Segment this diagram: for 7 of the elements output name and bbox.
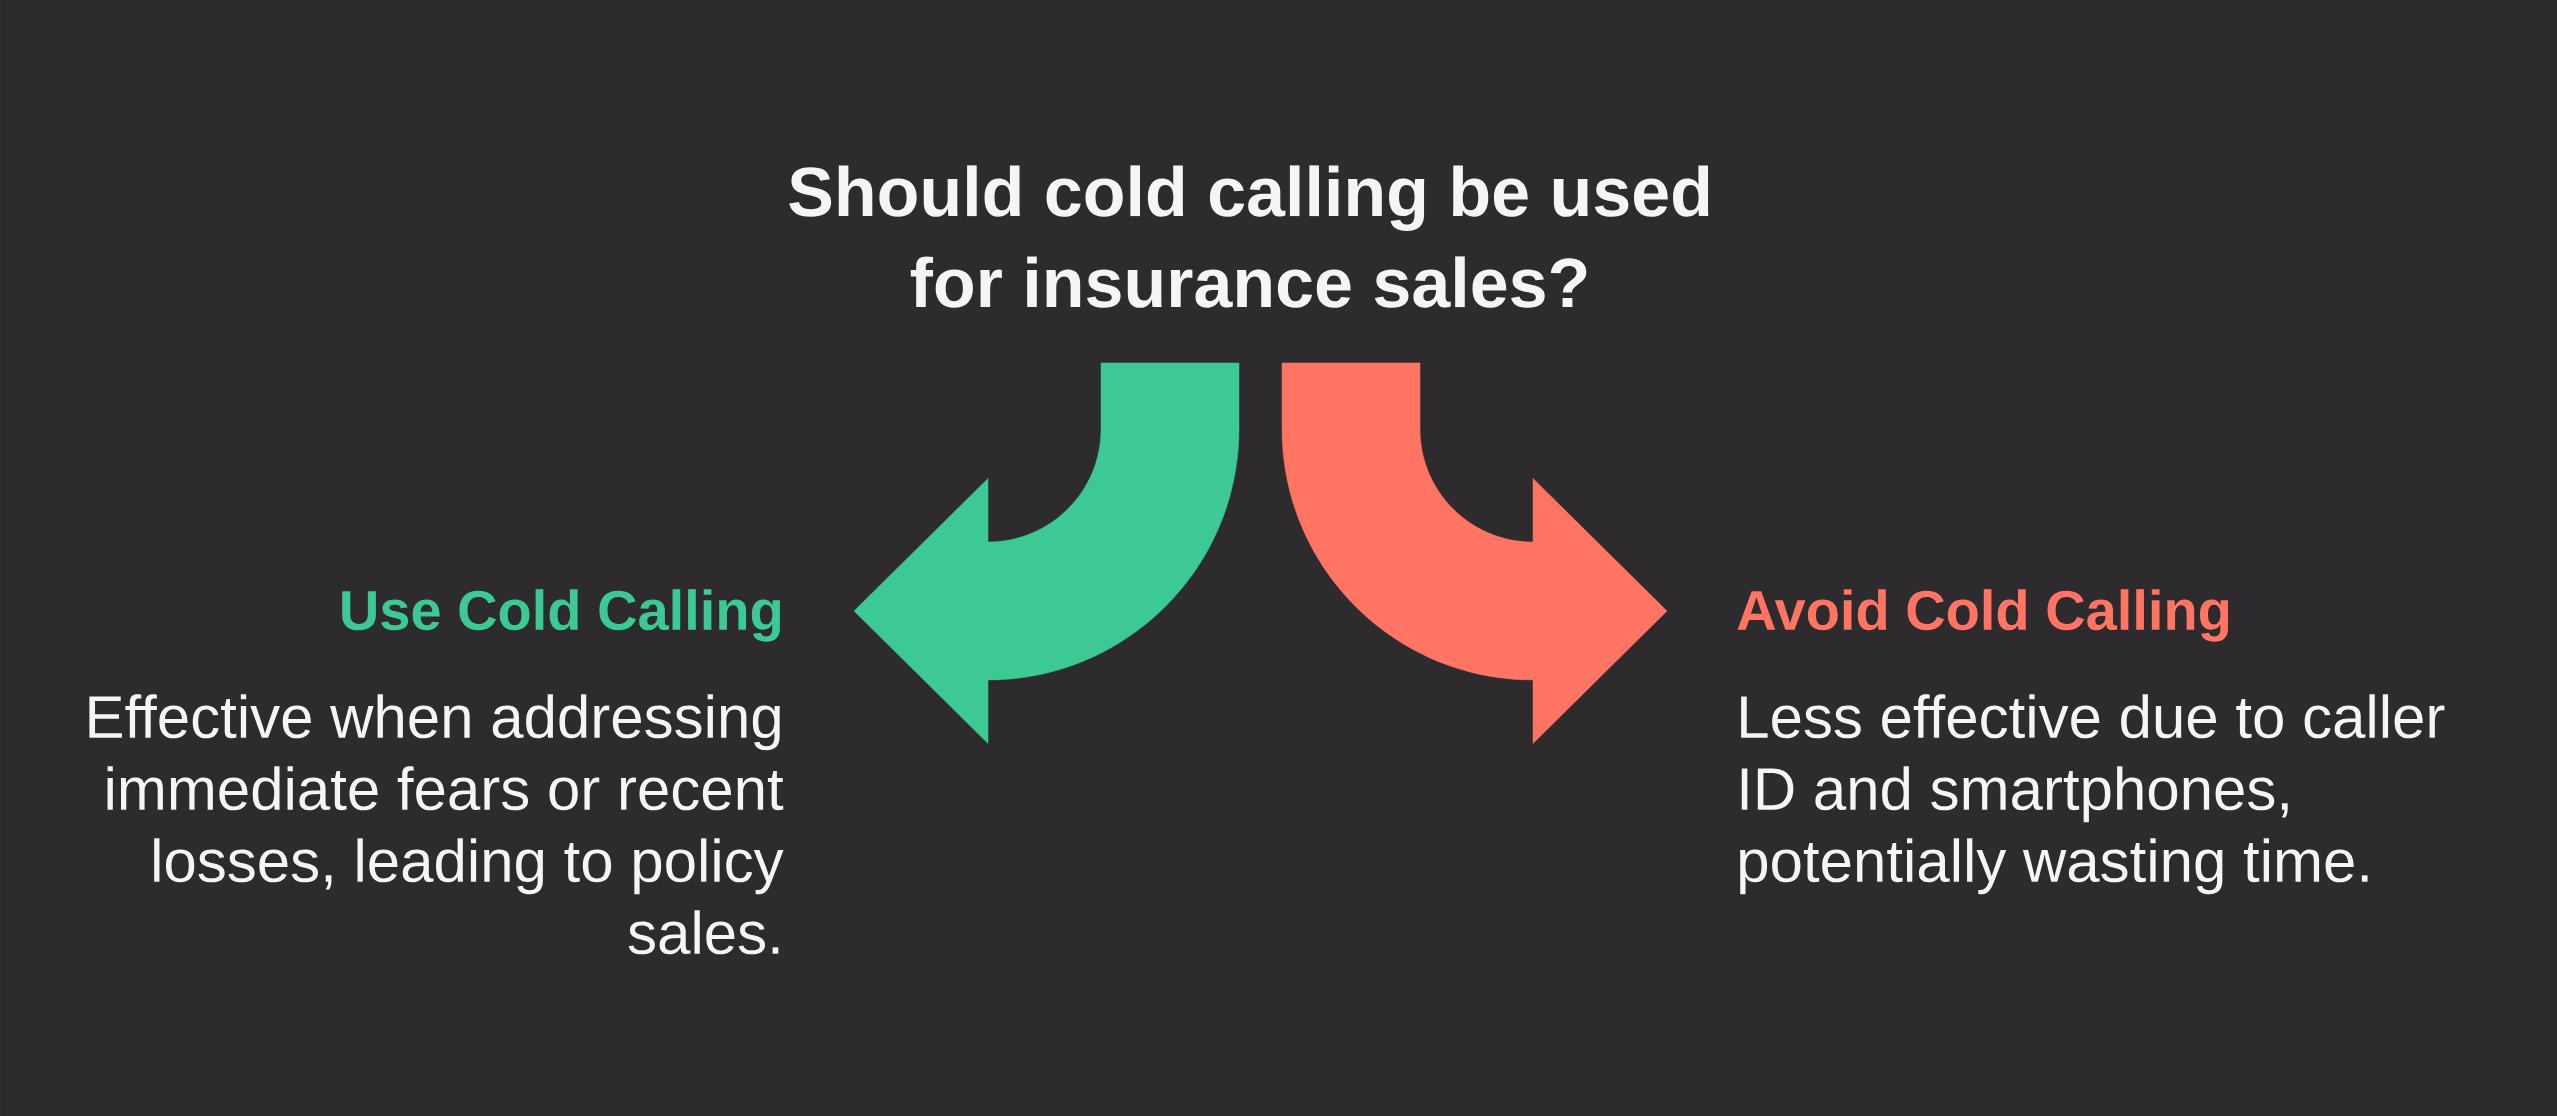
description-text: Effective when addressing immediate fears or recent losses, leading to policy sales.: [89, 694, 784, 955]
heading: Use Cold Calling: [342, 589, 781, 642]
curved-arrow: [853, 362, 1240, 744]
heading: Avoid Cold Calling: [1737, 589, 2229, 642]
question-text: Should cold calling be used for insurance sales?: [789, 165, 1709, 308]
curved-arrow: [1281, 362, 1668, 744]
description-text: Less effective due to caller ID and smartphones, potentially wasting time.: [1740, 694, 2445, 895]
